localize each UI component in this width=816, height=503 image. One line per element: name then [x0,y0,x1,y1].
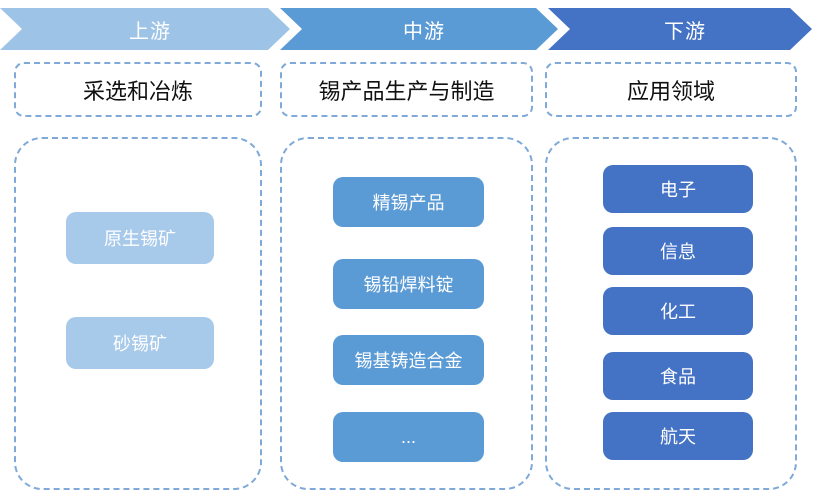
item-tin-lead-solder-ingot: 锡铅焊料锭 [333,259,484,309]
item-ellipsis: ... [333,412,484,462]
section-title-mining-smelting: 采选和冶炼 [14,62,262,117]
section-title-label: 采选和冶炼 [82,78,193,104]
section-title-application-fields: 应用领域 [545,62,797,117]
item-refined-tin-products: 精锡产品 [333,177,484,227]
downstream-items-container: 电子 信息 化工 食品 航天 [545,137,797,490]
upstream-items-container: 原生锡矿 砂锡矿 [14,137,262,490]
stage-arrow-midstream: 中游 [280,8,558,50]
stage-label-midstream: 中游 [403,20,445,43]
item-sand-tin-ore: 砂锡矿 [66,317,214,369]
item-aerospace: 航天 [603,412,753,460]
stage-arrow-upstream: 上游 [0,8,290,50]
section-title-production-manufacturing: 锡产品生产与制造 [280,62,533,117]
item-chemical: 化工 [603,287,753,335]
item-food: 食品 [603,352,753,400]
stage-label-upstream: 上游 [129,20,171,43]
midstream-items-container: 精锡产品 锡铅焊料锭 锡基铸造合金 ... [280,137,533,490]
item-tin-based-casting-alloy: 锡基铸造合金 [333,335,484,385]
item-information: 信息 [603,227,753,275]
stage-label-downstream: 下游 [664,20,706,43]
item-primary-tin-ore: 原生锡矿 [66,212,214,264]
item-electronics: 电子 [603,165,753,213]
section-title-label: 锡产品生产与制造 [318,78,495,104]
section-title-label: 应用领域 [626,78,715,104]
stage-arrow-downstream: 下游 [548,8,812,50]
